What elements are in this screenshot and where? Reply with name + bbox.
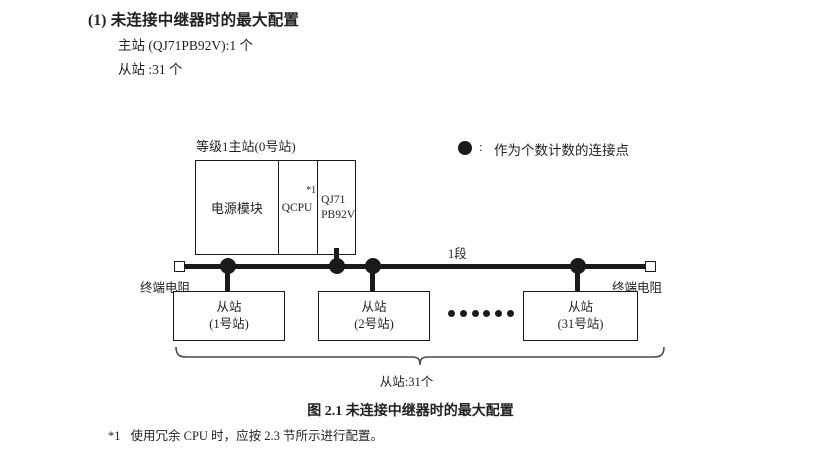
- network-module-label-line2: PB92V: [321, 208, 355, 221]
- segment-label: 1段: [448, 247, 467, 261]
- ellipsis-dot: [495, 310, 503, 317]
- cpu-module-label: QCPU: [281, 201, 313, 214]
- brace-label: 从站:31个: [379, 375, 434, 389]
- network-module-cell: QJ71 PB92V: [318, 161, 355, 254]
- figure-caption: 图 2.1 未连接中继器时的最大配置: [307, 404, 514, 419]
- terminator-right-icon: [645, 261, 656, 272]
- slave-station-box: 从站 (2号站): [318, 291, 430, 341]
- master-rack: 电源模块 QCPU *1 QJ71 PB92V: [195, 160, 356, 255]
- power-module-cell: 电源模块: [196, 161, 279, 254]
- ellipsis-dot: [483, 310, 491, 317]
- ellipsis-dot: [471, 310, 479, 317]
- network-module-label-line1: QJ71: [321, 194, 346, 207]
- spec-slave-count: 从站 :31 个: [118, 62, 183, 77]
- section-title: 未连接中继器时的最大配置: [110, 12, 300, 29]
- footnote-marker: *1: [108, 429, 121, 443]
- slave-station-number: (31号站): [557, 317, 604, 331]
- slave-station-number: (1号站): [209, 317, 249, 331]
- slave-31-drop-line: [575, 266, 580, 293]
- bus-trunk-line: [180, 264, 650, 269]
- footnote: *1 使用冗余 CPU 时，应按 2.3 节所示进行配置。: [108, 425, 383, 444]
- ellipsis-dot: [448, 310, 455, 317]
- connection-node-slave-2: [365, 258, 381, 274]
- terminator-left-icon: [174, 261, 185, 272]
- connection-node-slave-31: [570, 258, 586, 274]
- slave-station-box: 从站 (1号站): [173, 291, 285, 341]
- ellipsis-dot: [506, 310, 514, 317]
- ellipsis-dots: [448, 310, 514, 317]
- cpu-footnote-marker: *1: [306, 185, 317, 196]
- ellipsis-dot: [459, 310, 467, 317]
- slave-title: 从站: [216, 300, 242, 315]
- legend-label: 作为个数计数的连接点: [494, 143, 629, 158]
- legend-separator: :: [479, 139, 483, 154]
- slave-station-number: (2号站): [354, 317, 394, 331]
- slave-title: 从站: [361, 300, 387, 315]
- spec-master-count: 主站 (QJ71PB92V):1 个: [118, 38, 254, 53]
- section-number: (1): [88, 12, 107, 29]
- connection-node-slave-1: [220, 258, 236, 274]
- section-heading: (1)未连接中继器时的最大配置: [88, 8, 299, 30]
- connection-node-master: [329, 258, 345, 274]
- master-station-label: 等级1主站(0号站): [196, 139, 296, 154]
- slave-2-drop-line: [370, 266, 375, 293]
- slave-title: 从站: [567, 300, 593, 315]
- cpu-module-cell: QCPU *1: [279, 161, 319, 254]
- slave-group-brace: [175, 346, 665, 366]
- footnote-text: 使用冗余 CPU 时，应按 2.3 节所示进行配置。: [130, 429, 383, 443]
- filled-circle-icon: [458, 141, 472, 155]
- slave-station-box: 从站 (31号站): [523, 291, 638, 341]
- slave-1-drop-line: [225, 266, 230, 293]
